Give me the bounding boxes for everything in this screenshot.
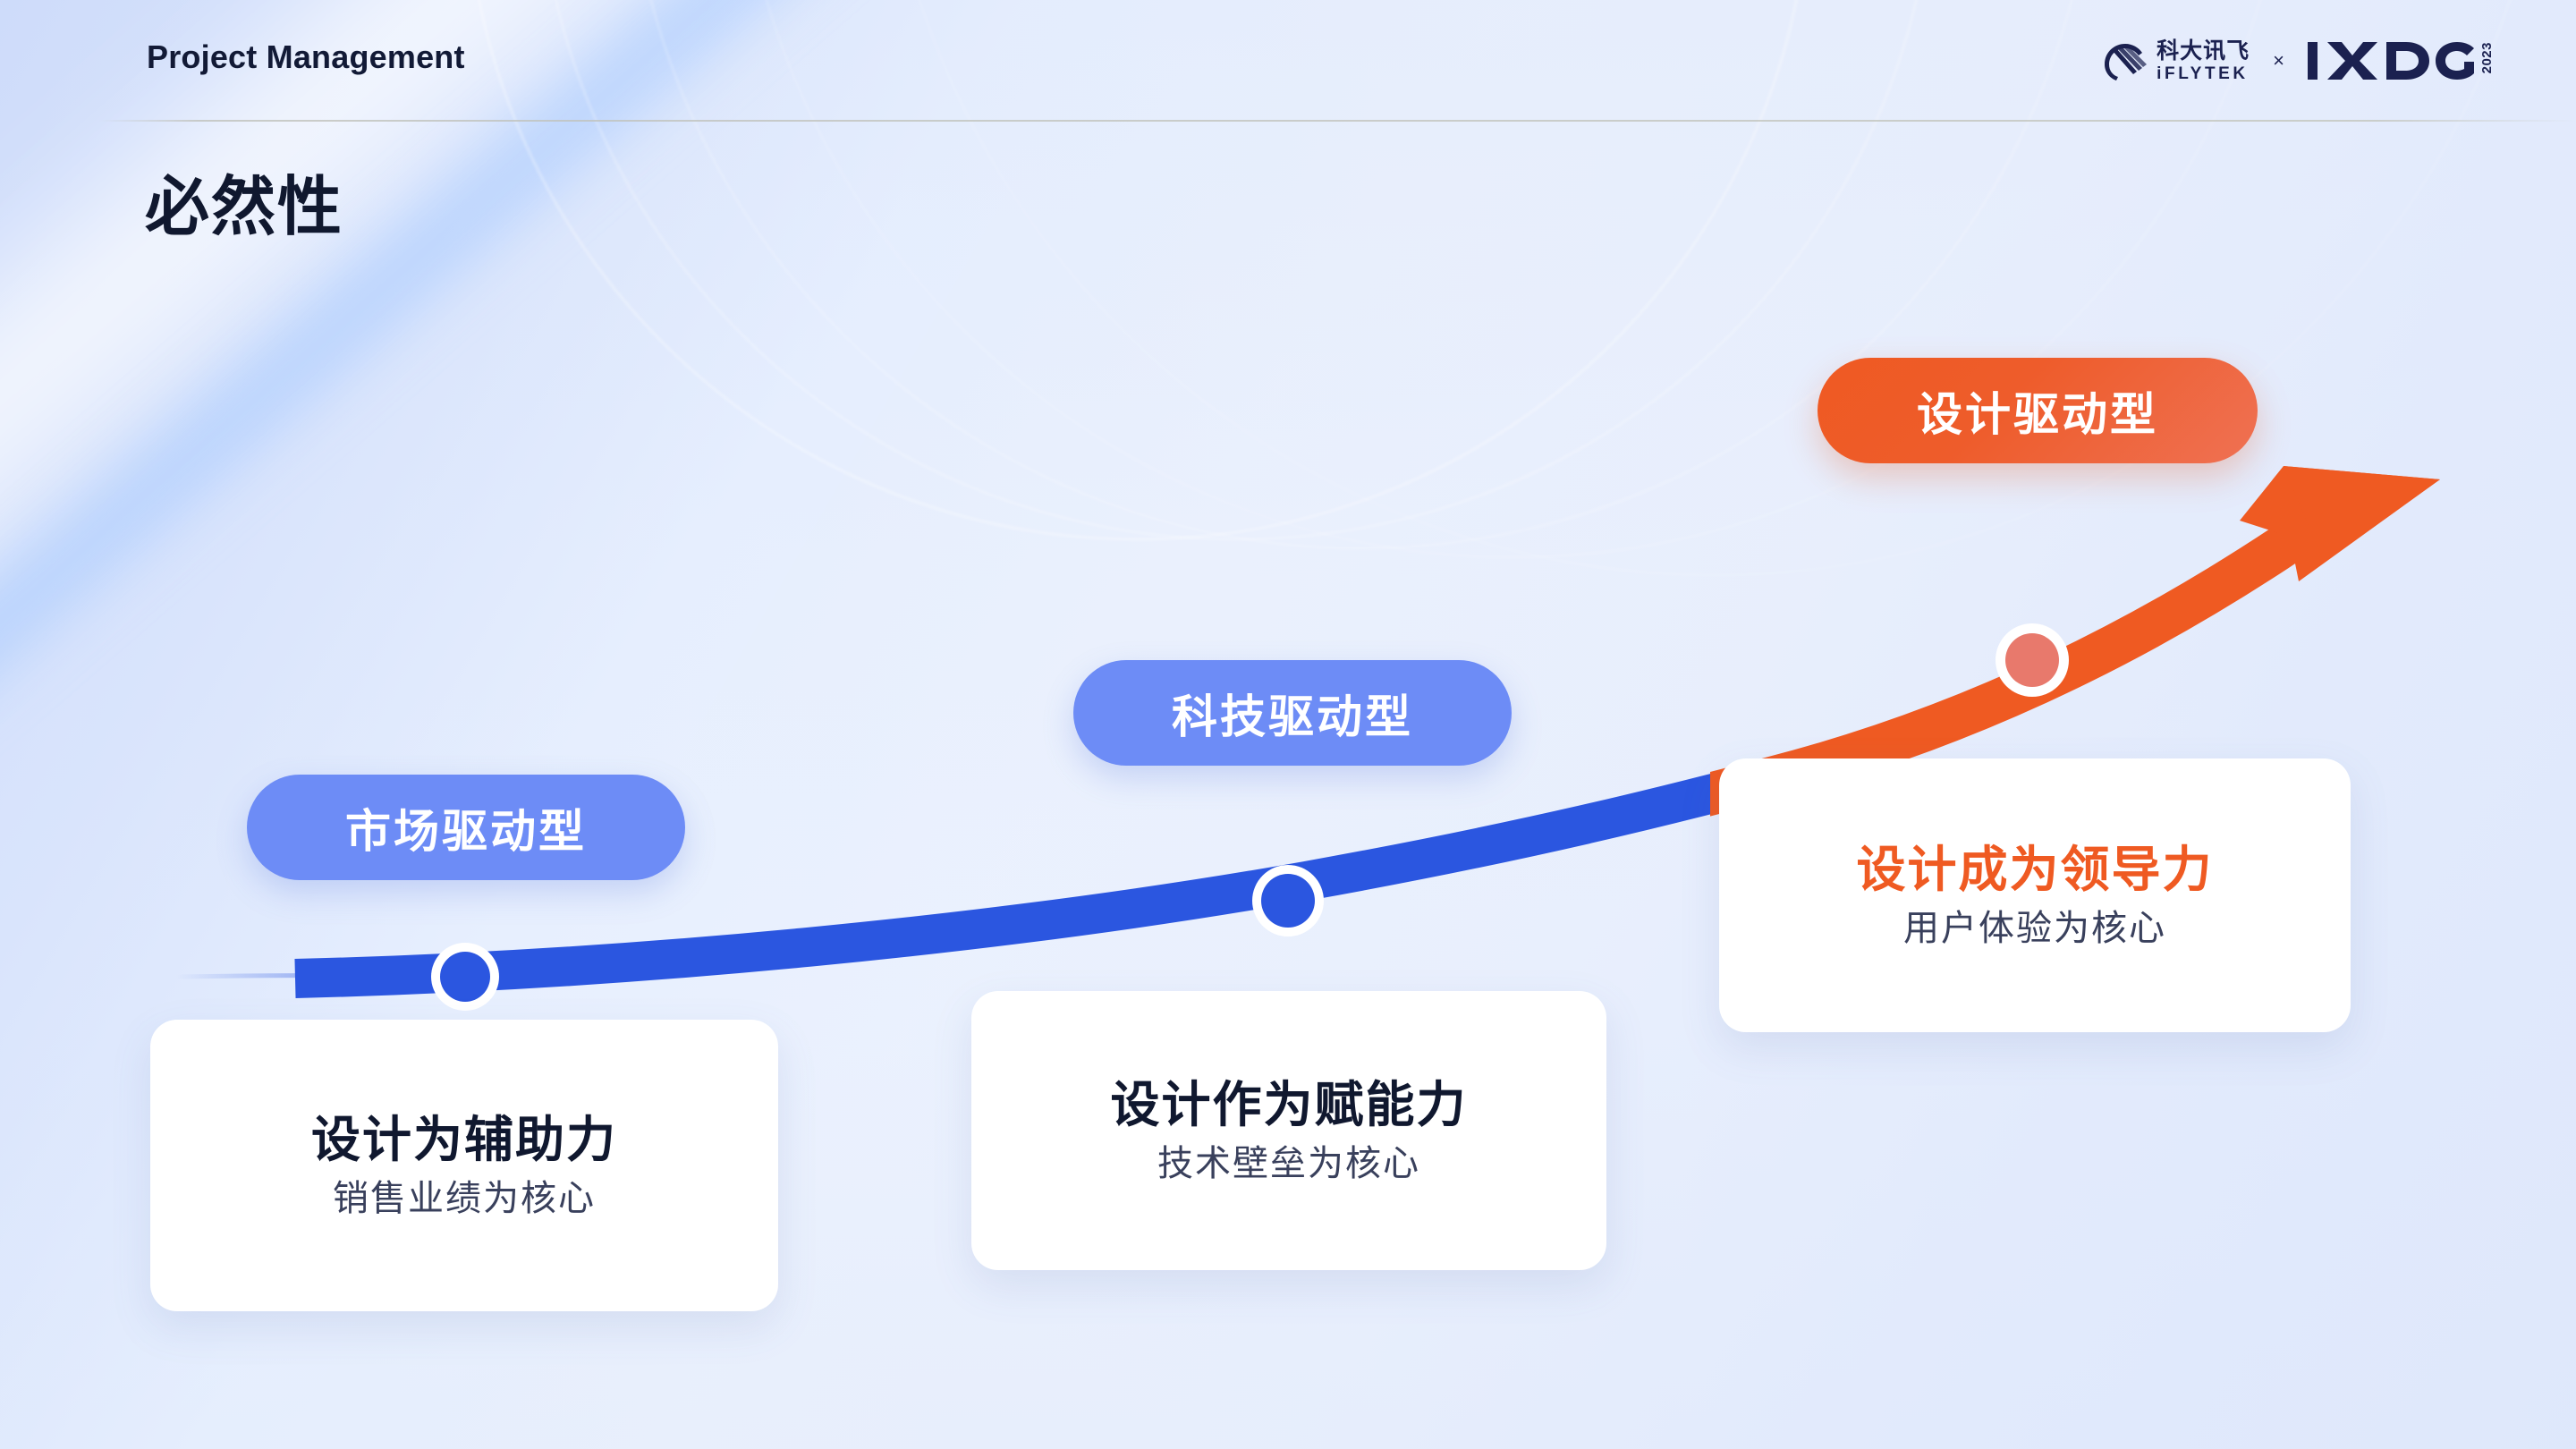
ixdc-mark-icon — [2308, 42, 2474, 80]
arrowhead-wing — [2284, 466, 2440, 562]
stage-pill-market-driven[interactable]: 市场驱动型 — [247, 775, 685, 880]
milestone-dot-2 — [1261, 874, 1315, 928]
iflytek-english-name: iFLYTEK — [2157, 64, 2249, 83]
arrowhead-icon — [2240, 466, 2440, 581]
header-kicker: Project Management — [147, 38, 465, 75]
milestone-dot-1 — [440, 952, 490, 1002]
milestone-dot-3 — [2005, 633, 2059, 687]
stage-card-3[interactable]: 设计成为领导力 用户体验为核心 — [1719, 758, 2351, 1032]
ixdc-year-label: 2023 — [2479, 42, 2495, 74]
milestone-dot-ring-1 — [431, 943, 499, 1011]
milestone-dot-ring-2 — [1252, 865, 1324, 936]
stage-card-3-title: 设计成为领导力 — [1856, 841, 2214, 897]
stage-card-1-subtitle: 销售业绩为核心 — [333, 1179, 596, 1219]
stage-card-3-subtitle: 用户体验为核心 — [1903, 909, 2166, 949]
stage-pill-technology-driven[interactable]: 科技驱动型 — [1073, 660, 1512, 766]
ixdc-logo: 2023 — [2306, 40, 2495, 81]
stage-card-2[interactable]: 设计作为赋能力 技术壁垒为核心 — [971, 991, 1606, 1270]
light-streak-wide — [0, 0, 1259, 903]
brand-separator-icon: × — [2273, 49, 2284, 72]
stage-card-1-title: 设计为辅助力 — [310, 1111, 617, 1167]
slide-header: Project Management 科大讯飞 iFLYTEK × — [0, 0, 2576, 122]
stage-pill-design-driven[interactable]: 设计驱动型 — [1818, 358, 2258, 463]
iflytek-wordmark: 科大讯飞 iFLYTEK — [2157, 38, 2250, 83]
milestone-dot-ring-3 — [1996, 623, 2069, 697]
stage-card-1[interactable]: 设计为辅助力 销售业绩为核心 — [150, 1020, 778, 1311]
page-title: 必然性 — [145, 172, 344, 243]
arrow-tail — [173, 973, 468, 979]
iflytek-logo: 科大讯飞 iFLYTEK — [2101, 38, 2250, 83]
stage-card-2-title: 设计作为赋能力 — [1110, 1076, 1468, 1132]
light-streak-blue — [0, 0, 1121, 833]
iflytek-mark-icon — [2105, 44, 2148, 80]
stage-card-2-subtitle: 技术壁垒为核心 — [1157, 1144, 1420, 1184]
header-divider — [98, 120, 2576, 122]
iflytek-chinese-name: 科大讯飞 — [2157, 38, 2250, 64]
brand-lockup: 科大讯飞 iFLYTEK × 2023 — [2101, 38, 2495, 84]
